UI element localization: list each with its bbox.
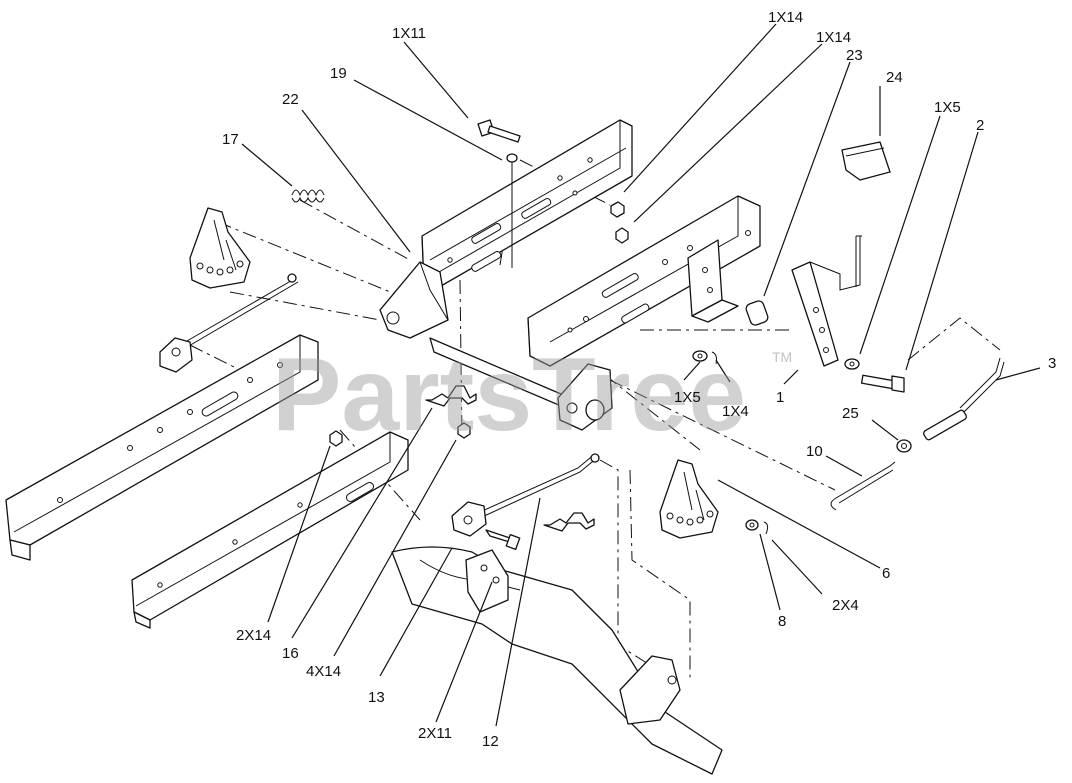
height-adjust-plate-left xyxy=(189,207,251,289)
washers-and-pins xyxy=(692,350,912,535)
callout-12: 12 xyxy=(482,733,499,750)
lower-link-rod xyxy=(451,453,600,550)
callout-1x14-b: 1X14 xyxy=(816,29,851,46)
left-frame-rail xyxy=(5,334,319,561)
callout-1x5-upper: 1X5 xyxy=(934,99,961,116)
callout-1: 1 xyxy=(776,389,784,406)
eye-bolt xyxy=(506,153,518,268)
callout-1x5-lower: 1X5 xyxy=(674,389,701,406)
clamp-upper xyxy=(425,385,477,407)
watermark-trademark: TM xyxy=(772,349,792,365)
callout-25: 25 xyxy=(842,405,859,422)
lift-lever xyxy=(791,235,862,367)
callout-1x4: 1X4 xyxy=(722,403,749,420)
callout-8: 8 xyxy=(778,613,786,630)
right-frame-rail xyxy=(527,195,761,367)
callout-3: 3 xyxy=(1048,355,1056,372)
callout-2x14: 2X14 xyxy=(236,627,271,644)
callout-labels: 1X11 19 22 17 1X14 1X14 23 24 1X5 2 3 1X… xyxy=(222,9,1056,750)
height-adjust-plate-right xyxy=(659,459,719,539)
top-bolt xyxy=(477,119,521,143)
lower-frame-rail xyxy=(131,431,409,629)
center-frame-channel xyxy=(421,119,633,291)
callout-22: 22 xyxy=(282,91,299,108)
callout-1x14-a: 1X14 xyxy=(768,9,803,26)
callout-24: 24 xyxy=(886,69,903,86)
callout-23: 23 xyxy=(846,47,863,64)
spring xyxy=(291,189,325,203)
adjust-rod xyxy=(830,357,1005,511)
front-axle-section xyxy=(391,546,723,775)
bushing xyxy=(745,300,769,326)
callout-1x11-top: 1X11 xyxy=(392,25,426,42)
callout-6: 6 xyxy=(882,565,890,582)
callout-10: 10 xyxy=(806,443,823,460)
callout-2: 2 xyxy=(976,117,984,134)
callout-17: 17 xyxy=(222,131,239,148)
callout-19: 19 xyxy=(330,65,347,82)
clamp-lower xyxy=(543,512,595,532)
shoulder-bolt xyxy=(860,374,905,393)
nuts xyxy=(329,201,629,447)
callout-2x11: 2X11 xyxy=(418,725,452,742)
callout-13: 13 xyxy=(368,689,385,706)
watermark-text: PartsTree xyxy=(272,337,746,453)
callout-16: 16 xyxy=(282,645,299,662)
callout-4x14: 4X14 xyxy=(306,663,341,680)
lever-knob xyxy=(841,141,891,181)
left-link-rod xyxy=(159,273,299,373)
carriage-bolt xyxy=(485,529,521,550)
rock-shaft xyxy=(379,261,613,431)
callout-2x4: 2X4 xyxy=(832,597,859,614)
leader-lines xyxy=(241,23,1041,727)
